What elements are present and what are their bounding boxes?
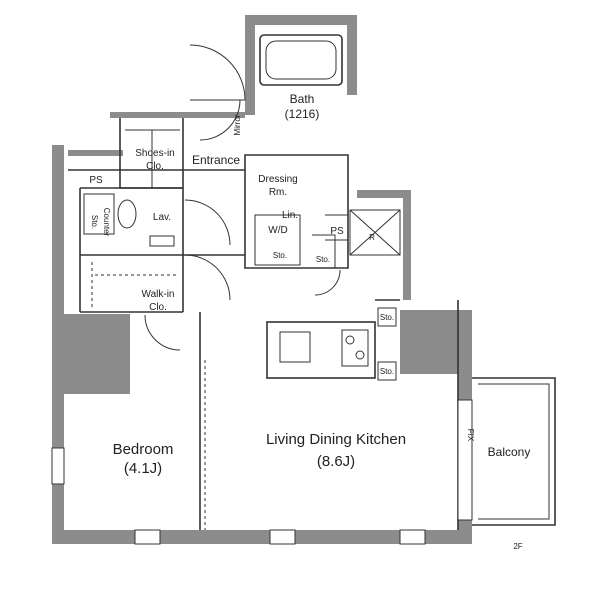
sto-kitchen-bottom-label: Sto.: [380, 367, 394, 376]
lin-label: Lin.: [282, 210, 298, 221]
bath-label: Bath: [290, 92, 315, 106]
entrance-label: Entrance: [192, 153, 240, 167]
mirror-label: Mirror: [233, 114, 242, 135]
balcony: [472, 377, 556, 526]
balcony-label: Balcony: [488, 445, 531, 459]
walk-in-clo-label-1: Walk-in: [142, 289, 175, 300]
counter-label: Counter: [102, 208, 111, 237]
bathtub: [259, 34, 343, 86]
shoes-in-clo-label-2: Clo.: [146, 161, 164, 172]
r-label: R: [369, 233, 375, 242]
dressing-rm-label-2: Rm.: [269, 187, 287, 198]
kitchen-counter: [266, 307, 397, 381]
ldk-label: Living Dining Kitchen: [266, 431, 406, 448]
sto-dressing-label: Sto.: [273, 251, 287, 260]
lav-label: Lav.: [153, 212, 171, 223]
closet-rail: [91, 262, 178, 308]
sto-lav-label: Sto.: [90, 215, 99, 229]
ldk-size-label: (8.6J): [317, 453, 355, 470]
shoes-in-clo-label-1: Shoes-in: [135, 148, 174, 159]
fix-label: FIX: [466, 429, 475, 442]
bath-size-label: (1216): [285, 107, 320, 121]
sto-small-label: Sto.: [316, 255, 330, 264]
floor-label: 2F: [513, 542, 522, 551]
door-swings: [144, 44, 341, 351]
room-labels: Bath (1216) Mirror Shoes-in Clo. Entranc…: [89, 92, 530, 551]
wd-label: W/D: [268, 225, 287, 236]
walk-in-clo-label-2: Clo.: [149, 302, 167, 313]
ps-right-label: PS: [330, 226, 344, 237]
ps-left-label: PS: [89, 175, 103, 186]
bedroom-size-label: (4.1J): [124, 460, 162, 477]
dressing-rm-label-1: Dressing: [258, 174, 297, 185]
windows: [51, 399, 473, 545]
bedroom-label: Bedroom: [113, 441, 174, 458]
exterior-walls: [52, 15, 472, 544]
lavatory: [83, 193, 175, 247]
sto-kitchen-top-label: Sto.: [380, 313, 394, 322]
